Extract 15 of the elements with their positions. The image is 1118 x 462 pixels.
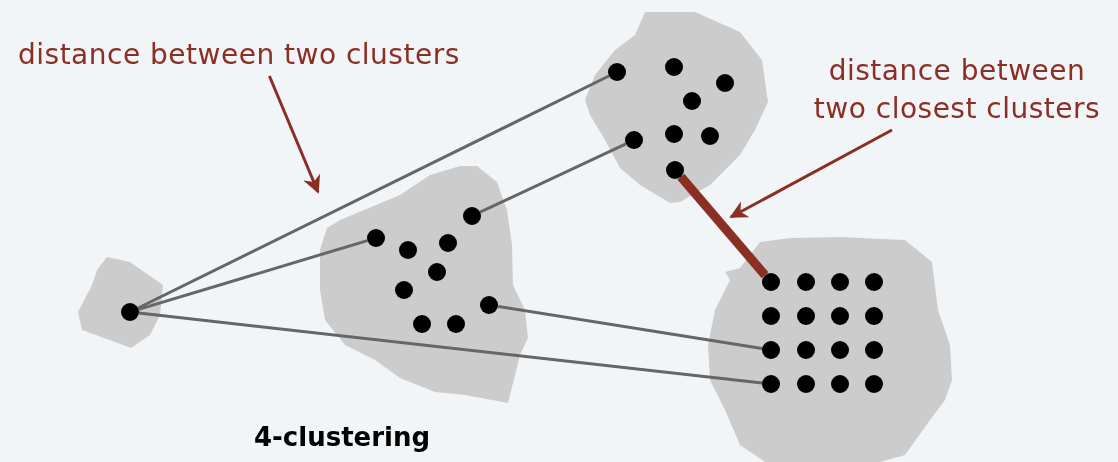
annotation-text: distance between two clusters: [18, 36, 498, 74]
leader-arrow: [729, 128, 893, 219]
cluster-blob: [318, 165, 528, 403]
cluster-blob: [78, 257, 163, 348]
leader-arrow: [268, 75, 321, 194]
cluster-blob: [585, 10, 768, 203]
connecting-line: [138, 239, 368, 311]
cluster-blob: [708, 236, 952, 462]
closest-distance-line: [677, 173, 769, 279]
connecting-line: [137, 74, 610, 310]
annotation-text: distance between two closest clusters: [800, 52, 1114, 128]
connecting-line: [497, 304, 763, 351]
connecting-line: [138, 311, 763, 385]
caption: 4-clustering: [252, 422, 432, 452]
connecting-line: [479, 142, 627, 214]
